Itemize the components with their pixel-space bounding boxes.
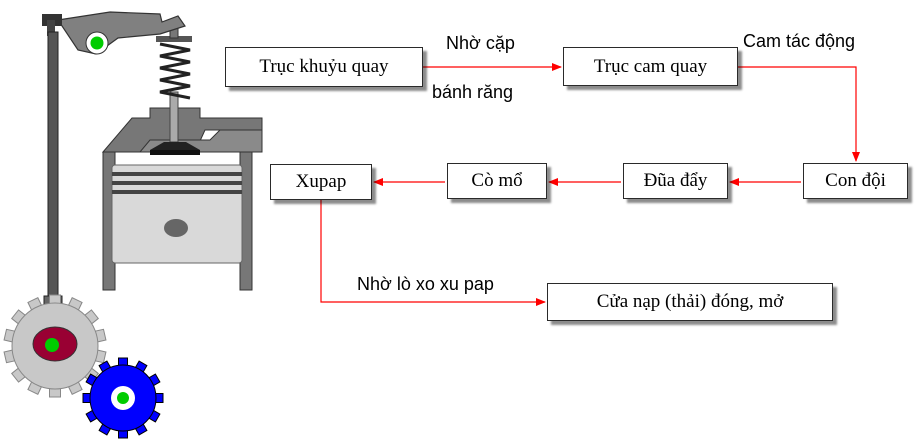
rocker-arm-icon (42, 11, 186, 55)
cam-gear-icon (82, 357, 164, 439)
piston-icon (111, 164, 243, 264)
arrow-valve-to-port (320, 200, 546, 306)
node-valve: Xupap (270, 164, 372, 200)
label-cam-action: Cam tác động (743, 31, 856, 51)
label-gear-top: Nhờ cặp (446, 33, 515, 53)
node-tappet: Con đội (803, 163, 908, 199)
node-crankshaft: Trục khuỷu quay (225, 47, 423, 87)
crank-gear-icon (3, 294, 107, 398)
node-camshaft: Trục cam quay (563, 47, 738, 86)
node-port: Cửa nạp (thải) đóng, mở (547, 283, 833, 321)
arrow-camshaft-to-tappet (738, 66, 860, 162)
label-spring: Nhờ lò xo xu pap (357, 274, 494, 294)
cylinder-head-icon (101, 107, 263, 153)
node-rocker-arm: Cò mổ (447, 163, 547, 199)
node-pushrod: Đũa đẩy (623, 163, 728, 199)
valve-icon (150, 91, 200, 155)
label-gear-bottom: bánh răng (432, 82, 514, 102)
